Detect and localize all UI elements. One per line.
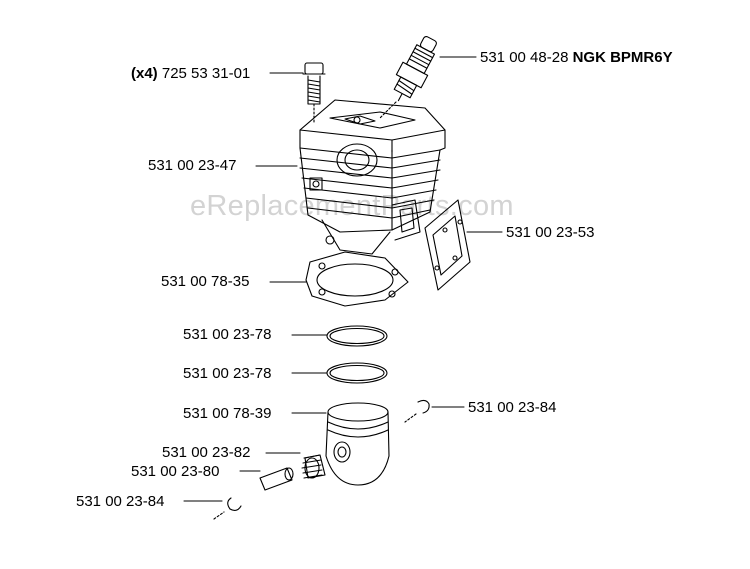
spark-plug-callout: 531 00 48-28 NGK BPMR6Y bbox=[480, 49, 673, 66]
piston-ring-top-part bbox=[326, 325, 388, 347]
pin-part-number: 531 00 23-80 bbox=[131, 463, 220, 480]
bolt-part bbox=[302, 62, 326, 125]
circlip-right-part-number: 531 00 23-84 bbox=[468, 399, 557, 416]
exhaust-gasket-part-number: 531 00 23-53 bbox=[506, 224, 595, 241]
ring-bottom-part-number: 531 00 23-78 bbox=[183, 365, 272, 382]
cylinder-part bbox=[299, 99, 446, 255]
ring-top-part-number: 531 00 23-78 bbox=[183, 326, 272, 343]
base-gasket-part bbox=[305, 251, 409, 307]
cylinder-part-number: 531 00 23-47 bbox=[148, 157, 237, 174]
bolt-part-number: 725 53 31-01 bbox=[161, 65, 251, 82]
spark-plug-type: NGK BPMR6Y bbox=[572, 49, 673, 66]
piston-part bbox=[325, 402, 390, 486]
circlip-left-part-number: 531 00 23-84 bbox=[76, 493, 165, 510]
base-gasket-part-number: 531 00 78-35 bbox=[161, 273, 250, 290]
bolt-callout: (x4) 725 53 31-01 bbox=[131, 65, 250, 82]
piston-ring-bottom-part bbox=[326, 362, 388, 384]
needle-bearing-part bbox=[301, 454, 326, 479]
bolt-quantity: (x4) bbox=[131, 65, 158, 82]
piston-part-number: 531 00 78-39 bbox=[183, 405, 272, 422]
leader-lines bbox=[183, 56, 503, 502]
circlip-right-part bbox=[404, 399, 430, 423]
spark-plug-part-number: 531 00 48-28 bbox=[480, 49, 569, 66]
bearing-part-number: 531 00 23-82 bbox=[162, 444, 251, 461]
exhaust-gasket-part bbox=[424, 199, 471, 291]
circlip-left-part bbox=[213, 497, 242, 520]
wrist-pin-part bbox=[259, 467, 294, 491]
